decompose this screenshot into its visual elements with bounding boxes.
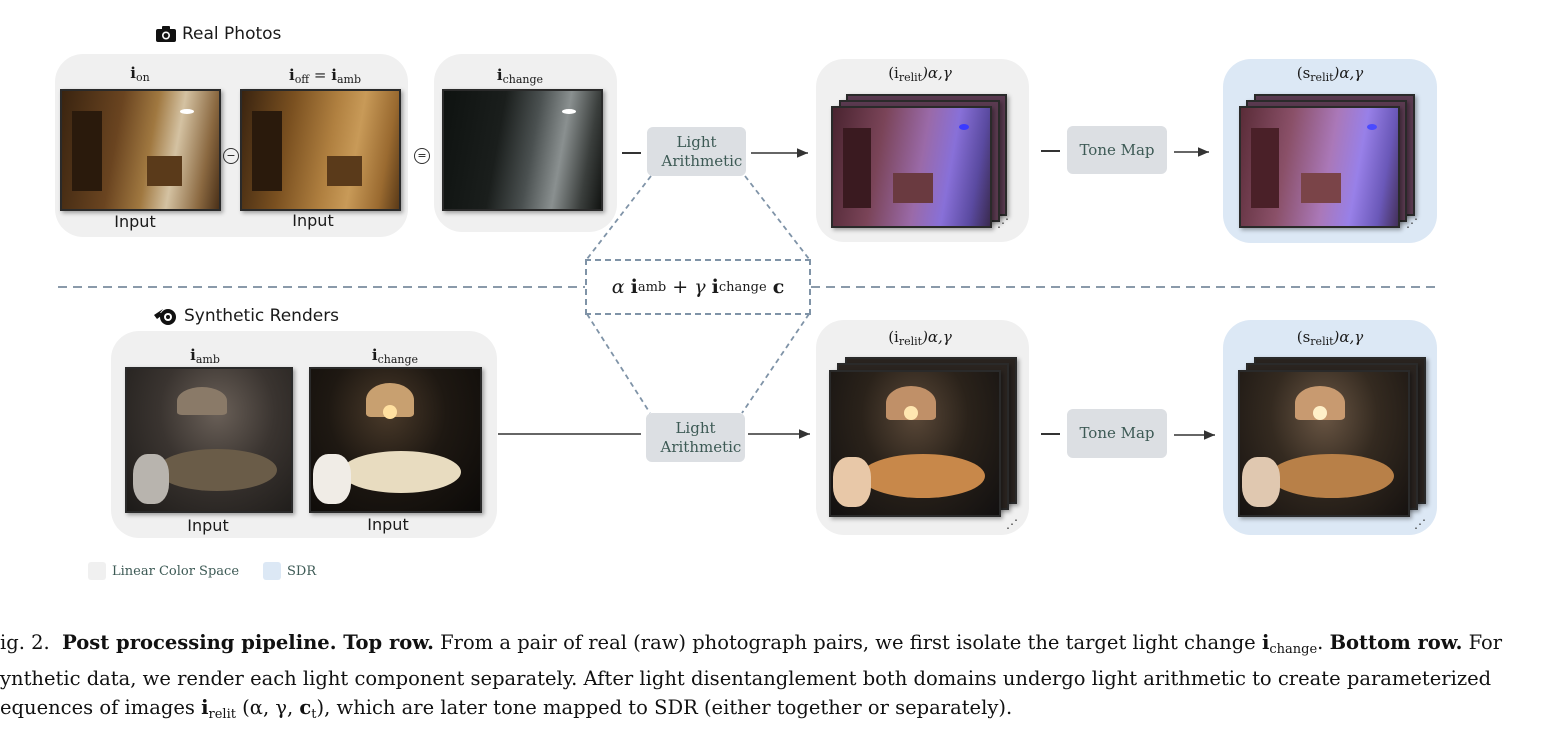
label-i-on: ion	[130, 64, 150, 84]
caption-line-3: equences of images irelit (α, γ, ct), wh…	[0, 696, 1013, 722]
caption-input-on: Input	[114, 212, 156, 231]
tone-map-top-text: Tone Map	[1079, 140, 1155, 159]
pipeline-connectors	[58, 147, 1438, 440]
legend-sdr: SDR	[263, 562, 316, 580]
sdr-stack-front-bottom	[1238, 370, 1410, 517]
legend-linear: Linear Color Space	[88, 562, 239, 580]
zoom-line-top-left	[586, 175, 652, 260]
camera-icon	[156, 26, 176, 42]
caption-line-2: ynthetic data, we render each light comp…	[0, 667, 1492, 690]
tone-map-top: Tone Map	[1067, 126, 1167, 174]
photo-light-change	[442, 89, 603, 211]
photo-light-on	[60, 89, 221, 211]
caption-line-1: ig. 2. Post processing pipeline. Top row…	[0, 631, 1503, 657]
light-arithmetic-bottom: Light Arithmetic	[646, 413, 745, 462]
equals-operator-icon: =	[414, 148, 430, 164]
label-i-off-amb: ioff = iamb	[288, 66, 361, 86]
legend-sdr-swatch	[263, 562, 281, 580]
legend-linear-swatch	[88, 562, 106, 580]
photo-light-off	[240, 89, 401, 211]
caption-input-off: Input	[292, 211, 334, 230]
caption-input-amb-bottom: Input	[187, 516, 229, 535]
synthetic-renders-title-text: Synthetic Renders	[184, 306, 340, 326]
figure-caption: ig. 2. Post processing pipeline. Top row…	[0, 628, 1540, 729]
sdr-stack-front-top	[1239, 106, 1400, 228]
light-arithmetic-bottom-text: Light Arithmetic	[660, 418, 742, 456]
minus-operator-icon: −	[223, 148, 239, 164]
blender-logo-icon	[154, 309, 176, 325]
relit-stack-front-top	[831, 106, 992, 228]
label-relit-bottom: (irelit)α,γ	[888, 328, 952, 348]
caption-input-change-bottom: Input	[367, 515, 409, 534]
stack-ellipsis-sdr-bottom: ⋰	[1414, 517, 1426, 531]
label-sdr-top: (srelit)α,γ	[1296, 64, 1364, 84]
label-i-change-bottom: ichange	[371, 346, 419, 366]
legend-linear-text: Linear Color Space	[112, 563, 240, 579]
label-i-change: ichange	[496, 66, 544, 86]
light-arithmetic-top-text: Light Arithmetic	[661, 132, 743, 170]
synthetic-renders-title: Synthetic Renders	[153, 305, 339, 327]
label-sdr-bottom: (srelit)α,γ	[1296, 328, 1364, 348]
zoom-line-bottom-left	[586, 313, 651, 414]
stack-ellipsis-relit-bottom: ⋰	[1006, 517, 1018, 531]
real-photos-title: Real Photos	[155, 24, 281, 44]
stack-ellipsis-relit-top: ⋰	[997, 216, 1009, 230]
tone-map-bottom: Tone Map	[1067, 409, 1167, 458]
relit-stack-front-bottom	[829, 370, 1001, 517]
tone-map-bottom-text: Tone Map	[1079, 424, 1155, 442]
legend-sdr-text: SDR	[287, 563, 317, 579]
label-relit-top: (irelit)α,γ	[888, 64, 952, 84]
zoom-line-top-right	[744, 175, 810, 260]
label-i-amb-bottom: iamb	[190, 346, 220, 366]
real-photos-title-text: Real Photos	[182, 24, 282, 44]
stack-ellipsis-sdr-top: ⋰	[1406, 216, 1418, 230]
render-change	[309, 367, 482, 513]
render-ambient	[125, 367, 293, 513]
light-arithmetic-top: Light Arithmetic	[647, 127, 746, 176]
zoom-line-bottom-right	[741, 313, 810, 414]
